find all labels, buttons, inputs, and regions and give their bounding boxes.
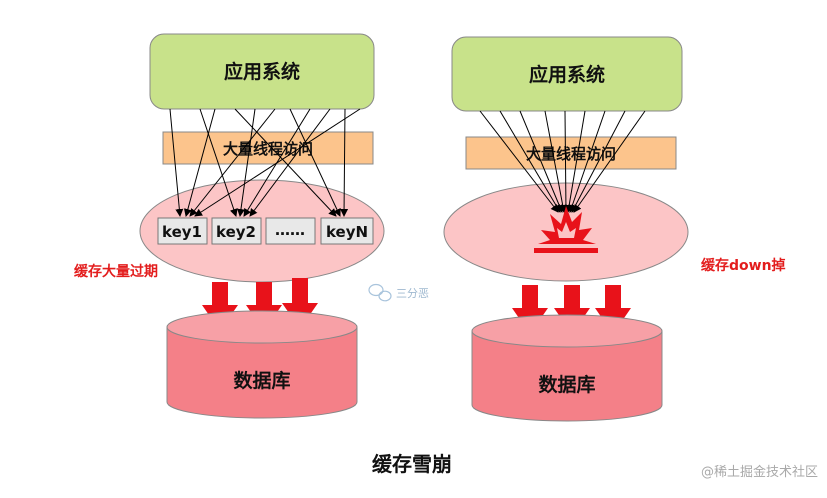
left-database-cylinder bbox=[166, 310, 358, 419]
left-app-system-label: 应用系统 bbox=[224, 60, 300, 83]
right-app-system-box bbox=[451, 36, 683, 112]
down-arrow bbox=[246, 282, 282, 331]
wechat-icon bbox=[368, 283, 392, 302]
corner-watermark: @稀土掘金技术社区 bbox=[701, 464, 818, 480]
center-watermark: 三分恶 bbox=[396, 287, 429, 300]
left-key-group: key1 key2 …… keyN bbox=[157, 217, 374, 245]
left-status-label: 缓存大量过期 bbox=[74, 263, 158, 280]
right-status-label: 缓存down掉 bbox=[701, 257, 786, 274]
explosion-icon bbox=[534, 206, 598, 253]
right-db-arrows bbox=[512, 285, 631, 334]
key-label: …… bbox=[275, 221, 305, 239]
diagram-caption: 缓存雪崩 bbox=[372, 452, 452, 476]
left-db-arrows bbox=[202, 278, 318, 331]
key-box bbox=[320, 217, 374, 245]
down-arrow bbox=[202, 282, 238, 331]
right-app-system-label: 应用系统 bbox=[529, 63, 605, 86]
key-box bbox=[157, 217, 208, 245]
down-arrow bbox=[512, 285, 548, 334]
key-label: key2 bbox=[216, 223, 256, 241]
left-threads-box bbox=[162, 131, 374, 165]
down-arrow bbox=[282, 278, 318, 329]
key-box bbox=[211, 217, 262, 245]
right-db-label: 数据库 bbox=[538, 373, 595, 396]
key-label: key1 bbox=[162, 223, 202, 241]
right-threads-box bbox=[465, 136, 677, 170]
right-panel: 应用系统 大量线程访问 缓存down掉 bbox=[443, 36, 786, 422]
left-access-lines bbox=[169, 108, 361, 217]
key-box bbox=[265, 217, 316, 245]
left-app-system-box bbox=[149, 33, 375, 110]
right-threads-label: 大量线程访问 bbox=[526, 145, 616, 163]
right-access-lines bbox=[479, 110, 646, 213]
left-db-label: 数据库 bbox=[233, 369, 290, 392]
left-panel: 应用系统 大量线程访问 key1 key2 …… keyN bbox=[74, 33, 385, 419]
down-arrow bbox=[554, 285, 590, 334]
key-label: keyN bbox=[326, 223, 368, 241]
right-database-cylinder bbox=[471, 314, 663, 422]
down-arrow bbox=[595, 285, 631, 334]
